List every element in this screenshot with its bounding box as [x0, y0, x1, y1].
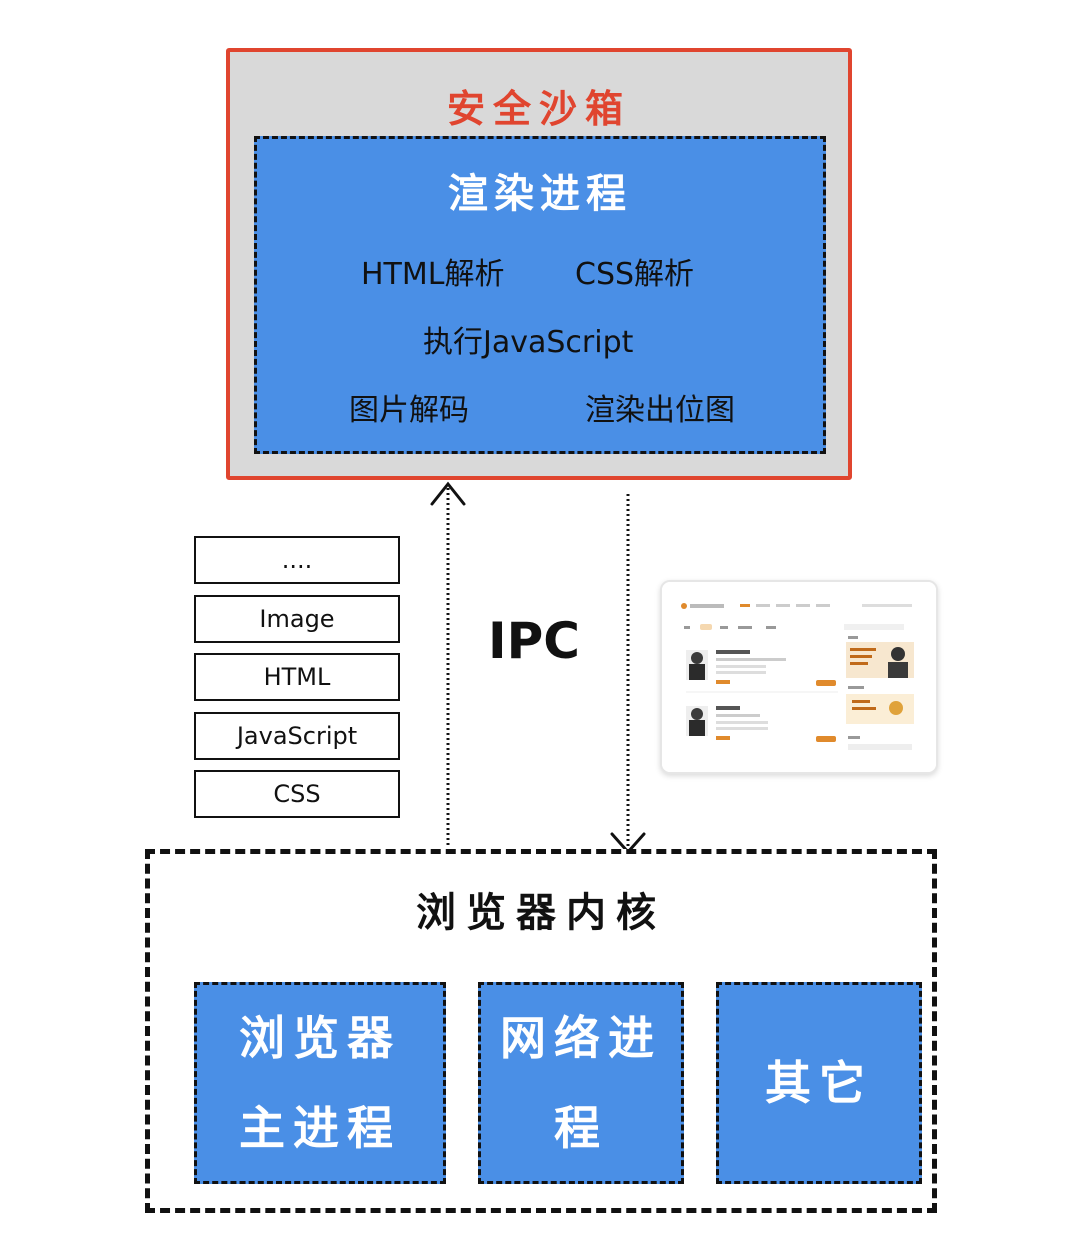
resource-more: ....: [194, 536, 400, 584]
webpage-thumbnail-art: [662, 582, 936, 772]
renderer-process-title: 渲染进程: [448, 171, 632, 217]
resource-html: HTML: [194, 653, 400, 701]
browser-kernel: 浏览器内核 浏览器主进程 网络进程 其它: [145, 849, 937, 1213]
task-execute-js: 执行JavaScript: [423, 325, 634, 360]
webpage-thumbnail: [660, 580, 938, 774]
other-processes: 其它: [716, 982, 922, 1184]
security-sandbox: 安全沙箱 渲染进程 HTML解析 CSS解析 执行JavaScript 图片解码…: [226, 48, 852, 480]
arrow-up-head: [430, 481, 466, 506]
network-process: 网络进程: [478, 982, 684, 1184]
browser-kernel-title: 浏览器内核: [416, 890, 666, 936]
resource-image: Image: [194, 595, 400, 643]
task-render-bitmap: 渲染出位图: [585, 393, 735, 428]
resource-javascript: JavaScript: [194, 712, 400, 760]
resource-css: CSS: [194, 770, 400, 818]
browser-main-process: 浏览器主进程: [194, 982, 446, 1184]
renderer-process: 渲染进程 HTML解析 CSS解析 执行JavaScript 图片解码 渲染出位…: [254, 136, 826, 454]
ipc-label: IPC: [488, 612, 580, 670]
task-image-decode: 图片解码: [349, 393, 469, 428]
sandbox-title: 安全沙箱: [446, 87, 631, 131]
task-html-parse: HTML解析: [361, 257, 505, 292]
task-css-parse: CSS解析: [575, 257, 695, 292]
